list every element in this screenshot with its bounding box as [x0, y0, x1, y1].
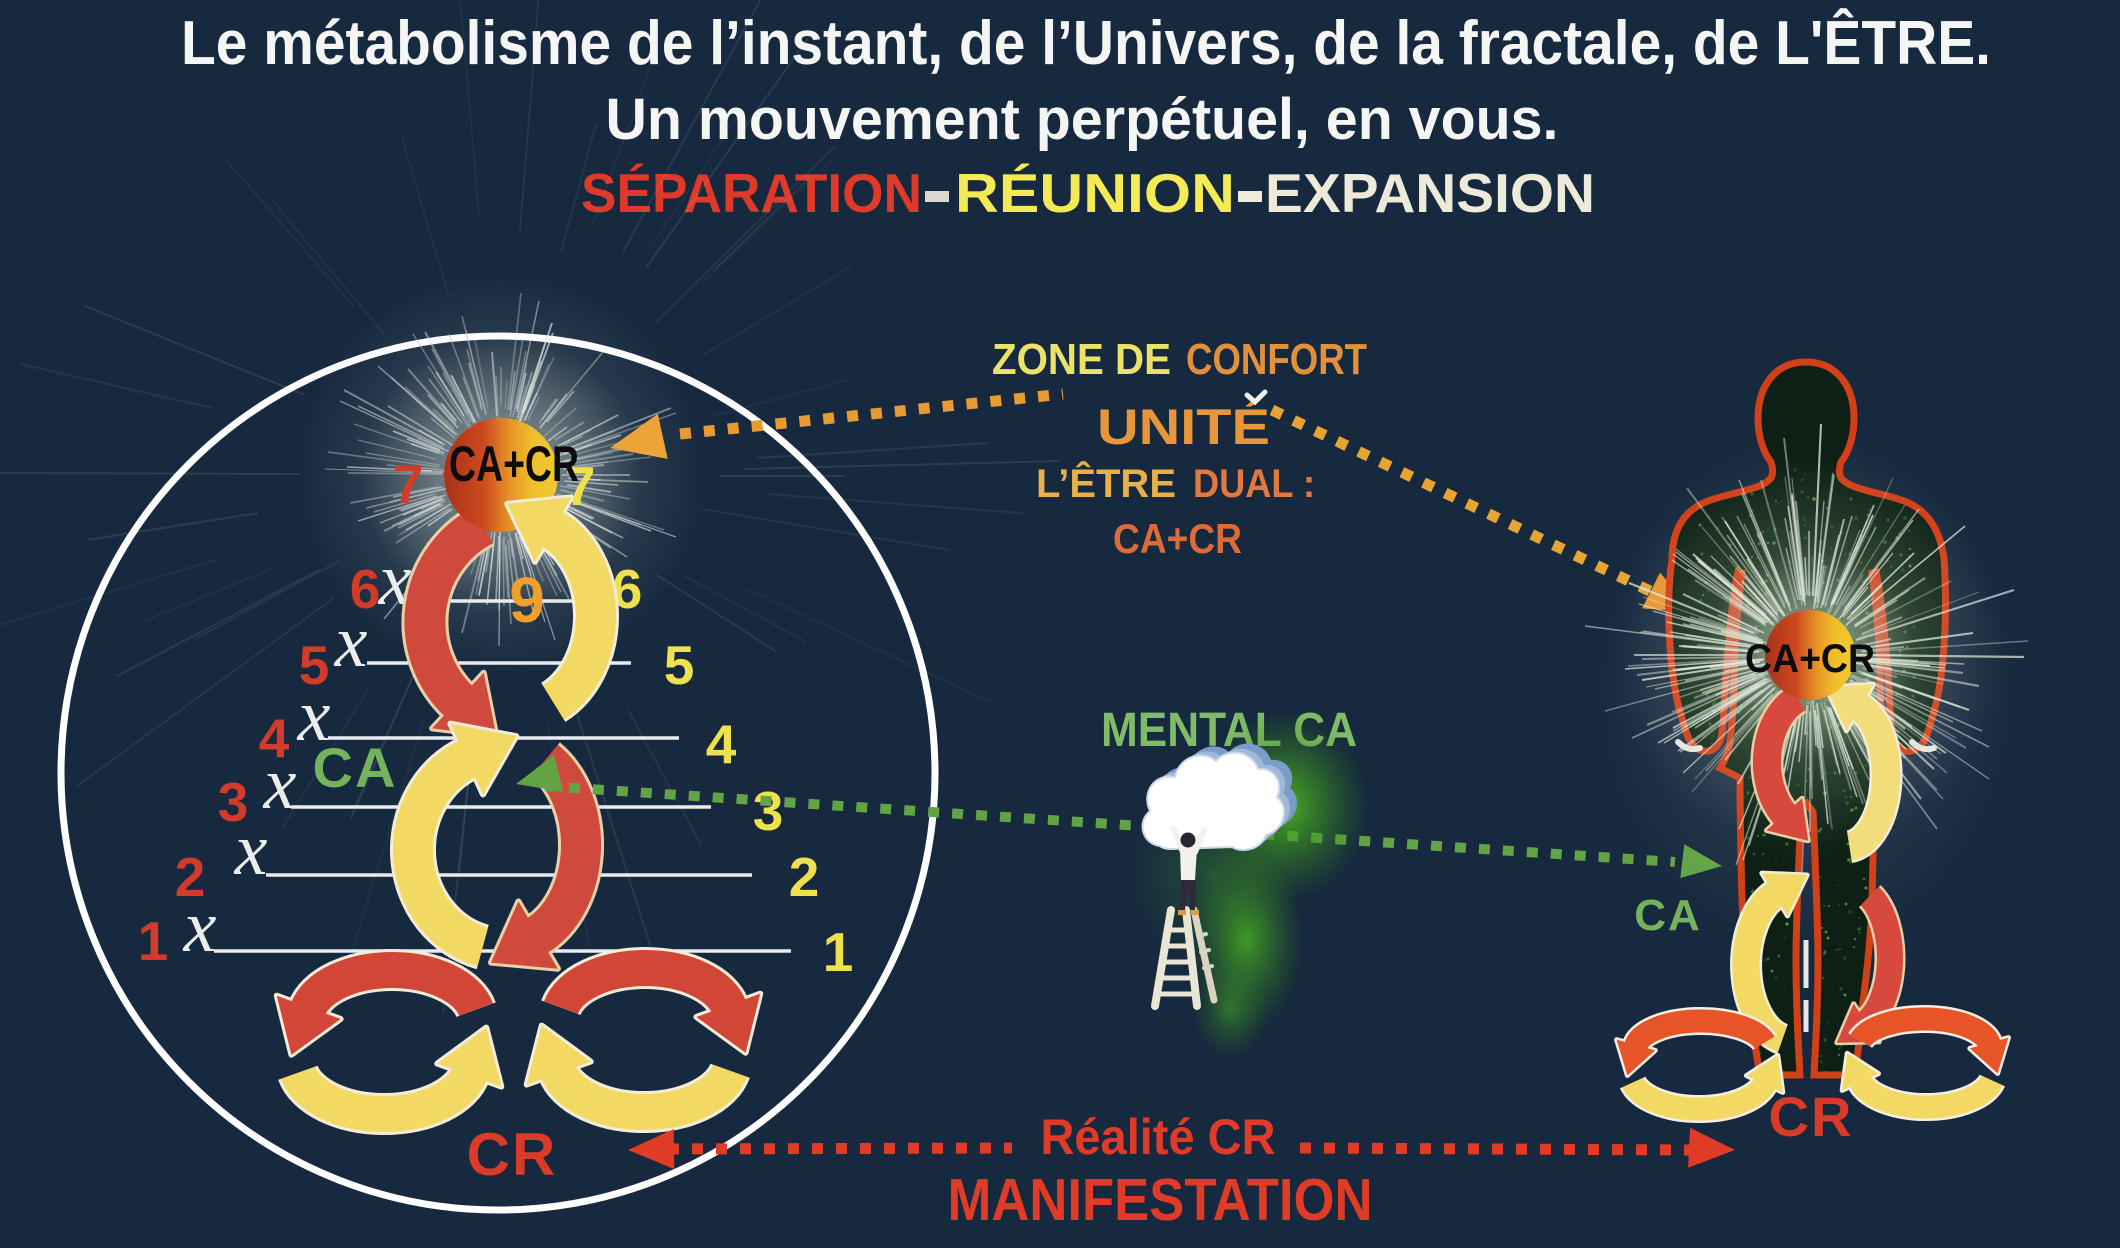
svg-text:3: 3: [218, 771, 249, 833]
svg-text:SÉPARATION: SÉPARATION: [581, 162, 922, 224]
svg-text:x: x: [183, 886, 217, 968]
svg-text:CONFORT: CONFORT: [1186, 335, 1367, 384]
svg-text:Un mouvement perpétuel, en vou: Un mouvement perpétuel, en vous.: [606, 87, 1559, 152]
svg-text:x: x: [334, 601, 368, 683]
svg-text:CR: CR: [467, 1121, 558, 1188]
svg-text:CA: CA: [313, 736, 398, 799]
svg-text:2: 2: [789, 846, 820, 908]
svg-text:1: 1: [138, 910, 169, 972]
svg-text:UNITÉ: UNITÉ: [1097, 399, 1270, 455]
svg-text:CR: CR: [1769, 1085, 1854, 1148]
svg-text:x: x: [263, 743, 297, 825]
svg-text:9: 9: [509, 564, 545, 636]
svg-text:RÉUNION: RÉUNION: [955, 162, 1235, 224]
svg-text:MANIFESTATION: MANIFESTATION: [948, 1167, 1373, 1233]
svg-text:CA+CR: CA+CR: [449, 436, 579, 492]
svg-text:CA+CR: CA+CR: [1745, 637, 1875, 681]
svg-text:6: 6: [350, 558, 381, 620]
svg-text:5: 5: [664, 634, 695, 696]
svg-text:CA+CR: CA+CR: [1113, 515, 1242, 562]
svg-text:x: x: [297, 675, 331, 757]
svg-text:x: x: [234, 809, 268, 891]
svg-text:3: 3: [753, 780, 784, 842]
svg-text:1: 1: [823, 921, 854, 983]
svg-text:DUAL :: DUAL :: [1193, 462, 1315, 506]
svg-text:EXPANSION: EXPANSION: [1265, 162, 1595, 224]
svg-text:Réalité CR: Réalité CR: [1041, 1109, 1276, 1165]
svg-text:L’ÊTRE: L’ÊTRE: [1036, 460, 1176, 506]
svg-text:7: 7: [565, 455, 596, 517]
svg-text:4: 4: [706, 713, 737, 775]
svg-text:ZONE DE: ZONE DE: [992, 335, 1171, 384]
svg-text:Le métabolisme de l’instant, d: Le métabolisme de l’instant, de l’Univer…: [181, 9, 1991, 78]
svg-text:5: 5: [299, 634, 330, 696]
svg-text:4: 4: [259, 707, 290, 769]
svg-text:2: 2: [175, 846, 206, 908]
svg-text:7: 7: [393, 453, 424, 515]
svg-text:CA: CA: [1634, 891, 1702, 940]
